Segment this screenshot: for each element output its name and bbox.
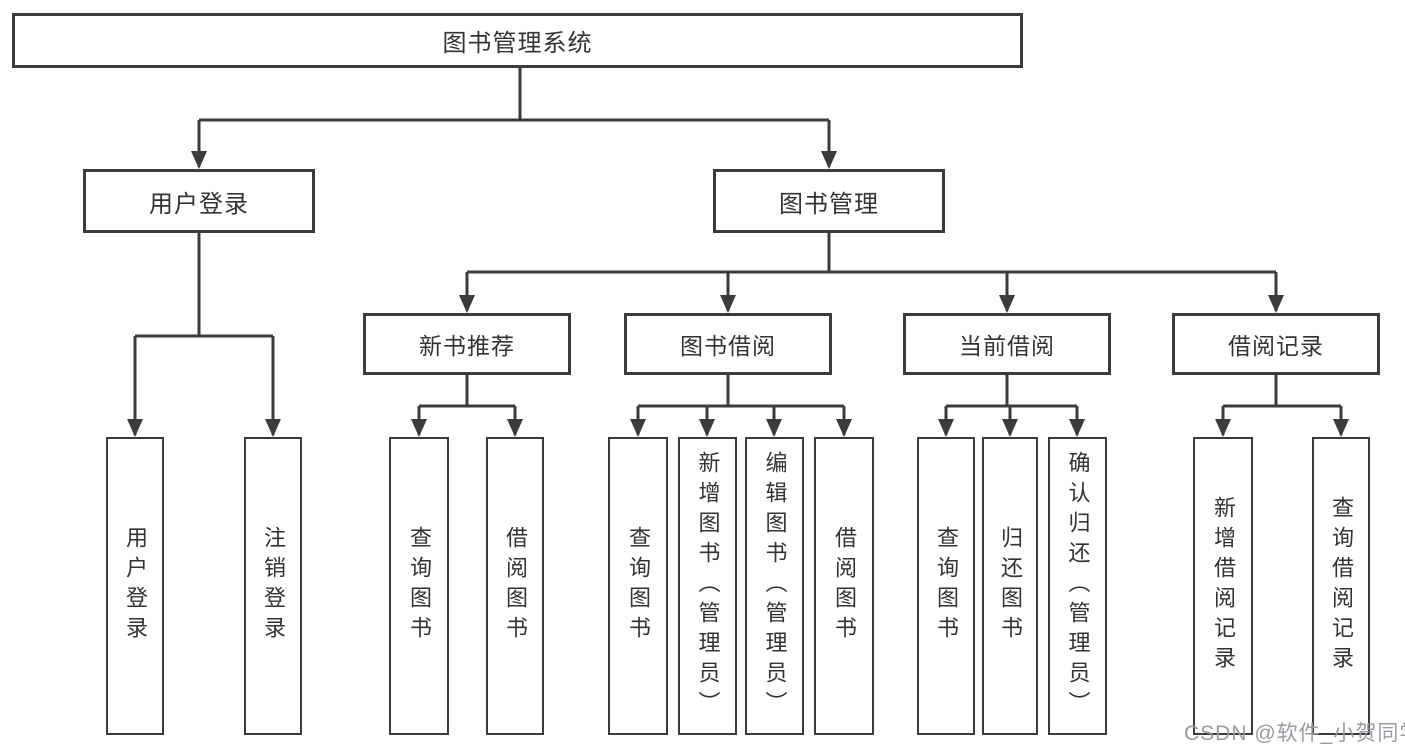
node-user-login-label: 用户登录 [149,190,249,218]
node-book-borrow-label: 图书借阅 [680,333,776,359]
leaf-add-book-admin: 新增图书（管理员） [678,437,737,735]
leaf-query-books-current: 查询图书 [917,437,975,735]
leaf-query-books-recommend-label: 查询图书 [407,526,432,646]
leaf-logout: 注销登录 [244,437,302,735]
node-user-login: 用户登录 [83,169,315,233]
leaf-borrow-books-recommend: 借阅图书 [486,437,544,735]
leaf-edit-book-admin-label: 编辑图书（管理员） [762,451,788,721]
node-borrow-record-label: 借阅记录 [1228,333,1324,359]
node-current-borrow: 当前借阅 [903,313,1111,375]
leaf-logout-label: 注销登录 [261,526,286,646]
leaf-add-borrow-record: 新增借阅记录 [1193,437,1253,735]
leaf-add-book-admin-label: 新增图书（管理员） [695,451,721,721]
leaf-add-borrow-record-label: 新增借阅记录 [1211,496,1236,676]
node-root-label: 图书管理系统 [442,30,593,57]
leaf-borrow-books: 借阅图书 [814,437,874,735]
node-new-book-recommend: 新书推荐 [363,313,571,375]
node-new-book-recommend-label: 新书推荐 [419,333,515,359]
leaf-query-books-borrow: 查询图书 [608,437,668,735]
leaf-edit-book-admin: 编辑图书（管理员） [745,437,804,735]
leaf-confirm-return-admin-label: 确认归还（管理员） [1065,451,1091,721]
leaf-query-borrow-record-label: 查询借阅记录 [1329,496,1354,676]
leaf-query-books-borrow-label: 查询图书 [626,526,651,646]
leaf-user-login-label: 用户登录 [123,526,148,646]
node-current-borrow-label: 当前借阅 [959,333,1055,359]
node-borrow-record: 借阅记录 [1172,313,1380,375]
csdn-watermark: CSDN @软件_小贺同学 [1184,722,1405,745]
leaf-query-borrow-record: 查询借阅记录 [1312,437,1370,735]
node-book-borrow: 图书借阅 [624,313,832,375]
leaf-return-book: 归还图书 [982,437,1038,735]
leaf-confirm-return-admin: 确认归还（管理员） [1048,437,1107,735]
leaf-borrow-books-label: 借阅图书 [832,526,857,646]
node-book-management: 图书管理 [713,169,945,233]
node-book-management-label: 图书管理 [779,190,879,218]
leaf-user-login: 用户登录 [106,437,164,735]
leaf-return-book-label: 归还图书 [998,526,1023,646]
leaf-query-books-recommend: 查询图书 [389,437,449,735]
node-root-library-system: 图书管理系统 [12,13,1023,68]
leaf-query-books-current-label: 查询图书 [934,526,959,646]
leaf-borrow-books-recommend-label: 借阅图书 [503,526,528,646]
